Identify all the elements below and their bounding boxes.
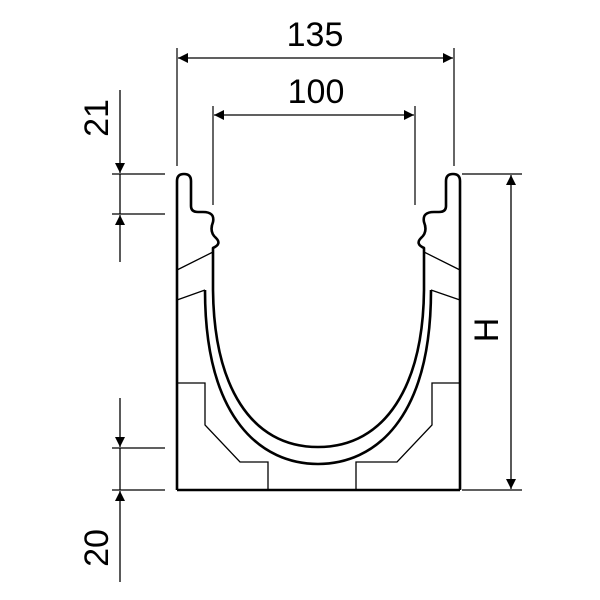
inner-width-label: 100 xyxy=(288,73,345,111)
dimension-outer-width: 135 xyxy=(176,16,455,166)
bottom-thickness-label: 20 xyxy=(78,529,116,567)
top-lip-label: 21 xyxy=(78,99,116,137)
channel-outer-profile xyxy=(175,172,462,492)
dimension-top-lip: 21 xyxy=(78,90,165,262)
dimension-bottom-thickness: 20 xyxy=(78,398,165,582)
channel-body-lines xyxy=(176,251,461,490)
channel-inner-liner xyxy=(203,252,433,466)
dimension-overall-height: H xyxy=(462,173,522,491)
overall-height-label: H xyxy=(468,318,506,343)
dimension-inner-width: 100 xyxy=(212,73,416,205)
outer-width-label: 135 xyxy=(287,16,344,54)
